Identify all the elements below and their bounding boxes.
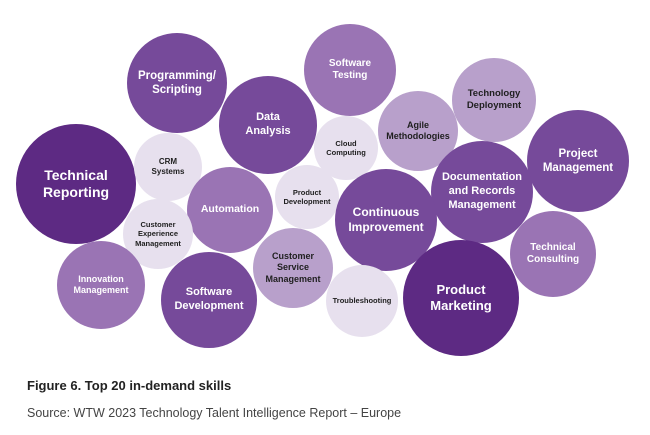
figure-caption: Figure 6. Top 20 in-demand skills (27, 378, 232, 393)
skill-label: Troubleshooting (332, 296, 392, 306)
skill-bubble-programming: Programming/Scripting (127, 33, 227, 133)
skill-label: Programming/Scripting (138, 69, 216, 96)
skill-bubble-troubleshooting: Troubleshooting (326, 265, 398, 337)
skill-label: Automation (200, 203, 260, 216)
figure-source: Source: WTW 2023 Technology Talent Intel… (27, 406, 402, 420)
skill-bubble-automation: Automation (187, 167, 273, 253)
